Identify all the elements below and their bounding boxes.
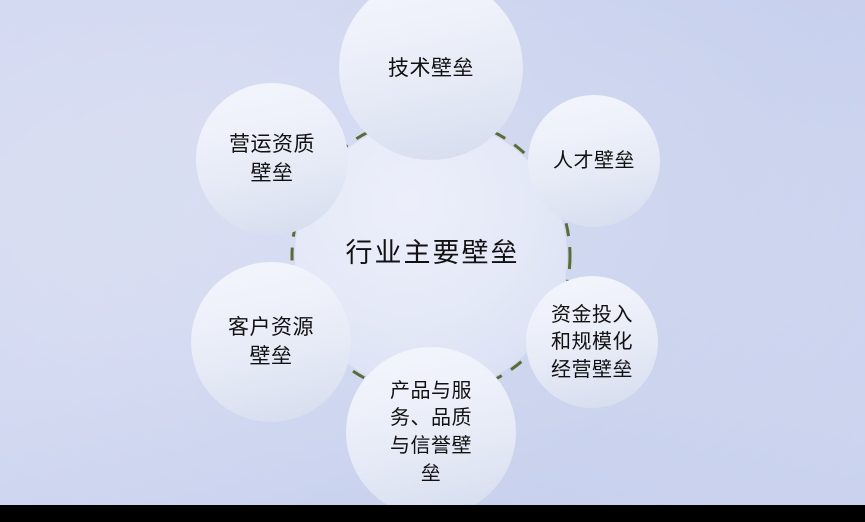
bubble-customer[interactable]: 客户资源 壁垒	[191, 262, 351, 422]
letterbox-bar	[0, 505, 865, 522]
center-title: 行业主要壁垒	[345, 238, 520, 269]
bubble-capital[interactable]: 资金投入 和规模化 经营壁垒	[526, 276, 658, 408]
bubble-tech[interactable]: 技术壁垒	[339, 0, 523, 160]
bubble-label-talent: 人才壁垒	[553, 148, 635, 173]
bubble-label-customer: 客户资源 壁垒	[228, 315, 314, 368]
bubble-product[interactable]: 产品与服 务、品质 与信誉壁 垒	[346, 347, 516, 517]
bubble-label-tech: 技术壁垒	[388, 55, 474, 80]
bubble-label-product: 产品与服 务、品质 与信誉壁 垒	[390, 377, 472, 485]
bubble-talent[interactable]: 人才壁垒	[528, 95, 660, 227]
bubble-label-license: 营运资质 壁垒	[229, 132, 315, 185]
bubble-license[interactable]: 营运资质 壁垒	[196, 83, 348, 235]
bubble-label-capital: 资金投入 和规模化 经营壁垒	[551, 301, 633, 381]
